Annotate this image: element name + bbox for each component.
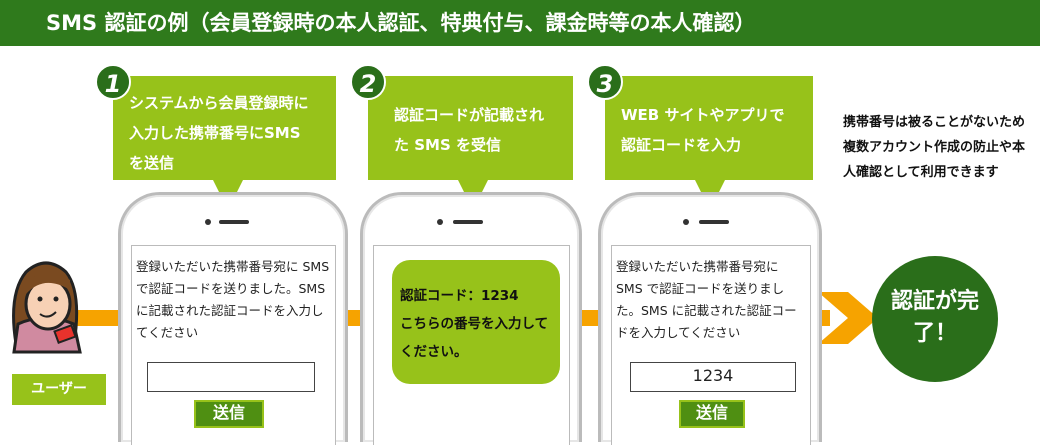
- code-input[interactable]: 1234: [630, 362, 796, 392]
- sms-code-line: 認証コード：1234: [400, 288, 519, 304]
- arrow-right-icon: [818, 292, 878, 344]
- step-2-number: 2: [350, 64, 386, 100]
- sms-instruction-line: こちらの番号を入力してください。: [400, 316, 549, 360]
- phone-2-screen: 認証コード：1234 こちらの番号を入力してください。: [373, 245, 570, 445]
- user-avatar: [12, 261, 82, 354]
- instruction-text: 登録いただいた携帯番号宛に SMS で認証コードを送りました。SMS に記載され…: [616, 259, 797, 340]
- camera-icon: [437, 219, 443, 225]
- step-3-callout: WEB サイトやアプリで認証コードを入力: [605, 76, 813, 180]
- instruction-text: 登録いただいた携帯番号宛に SMS で認証コードを送りました。SMS に記載され…: [136, 259, 330, 340]
- phone-3-screen: 登録いただいた携帯番号宛に SMS で認証コードを送りました。SMS に記載され…: [611, 245, 811, 445]
- send-button[interactable]: 送信: [194, 400, 264, 428]
- phone-2: 認証コード：1234 こちらの番号を入力してください。: [360, 192, 582, 445]
- phone-3: 登録いただいた携帯番号宛に SMS で認証コードを送りました。SMS に記載され…: [598, 192, 822, 445]
- speaker-icon: [699, 220, 729, 224]
- sms-message-bubble: 認証コード：1234 こちらの番号を入力してください。: [392, 260, 560, 384]
- speaker-icon: [219, 220, 249, 224]
- send-button[interactable]: 送信: [679, 400, 745, 428]
- step-1-number: 1: [95, 64, 131, 100]
- code-input[interactable]: [147, 362, 315, 392]
- step-3-number: 3: [587, 64, 623, 100]
- user-label: ユーザー: [12, 374, 106, 405]
- auth-complete-badge: 認証が完了！: [872, 256, 998, 382]
- page-title: SMS 認証の例（会員登録時の本人認証、特典付与、課金時等の本人確認）: [0, 0, 1040, 46]
- camera-icon: [683, 219, 689, 225]
- speaker-icon: [453, 220, 483, 224]
- phone-1-screen: 登録いただいた携帯番号宛に SMS で認証コードを送りました。SMS に記載され…: [131, 245, 336, 445]
- note-text: 携帯番号は被ることがないため複数アカウント作成の防止や本人確認として利用できます: [843, 115, 1026, 180]
- step-2-callout: 認証コードが記載された SMS を受信: [368, 76, 573, 180]
- step-1-callout: システムから会員登録時に入力した携帯番号にSMS を送信: [113, 76, 336, 180]
- phone-1: 登録いただいた携帯番号宛に SMS で認証コードを送りました。SMS に記載され…: [118, 192, 348, 445]
- camera-icon: [205, 219, 211, 225]
